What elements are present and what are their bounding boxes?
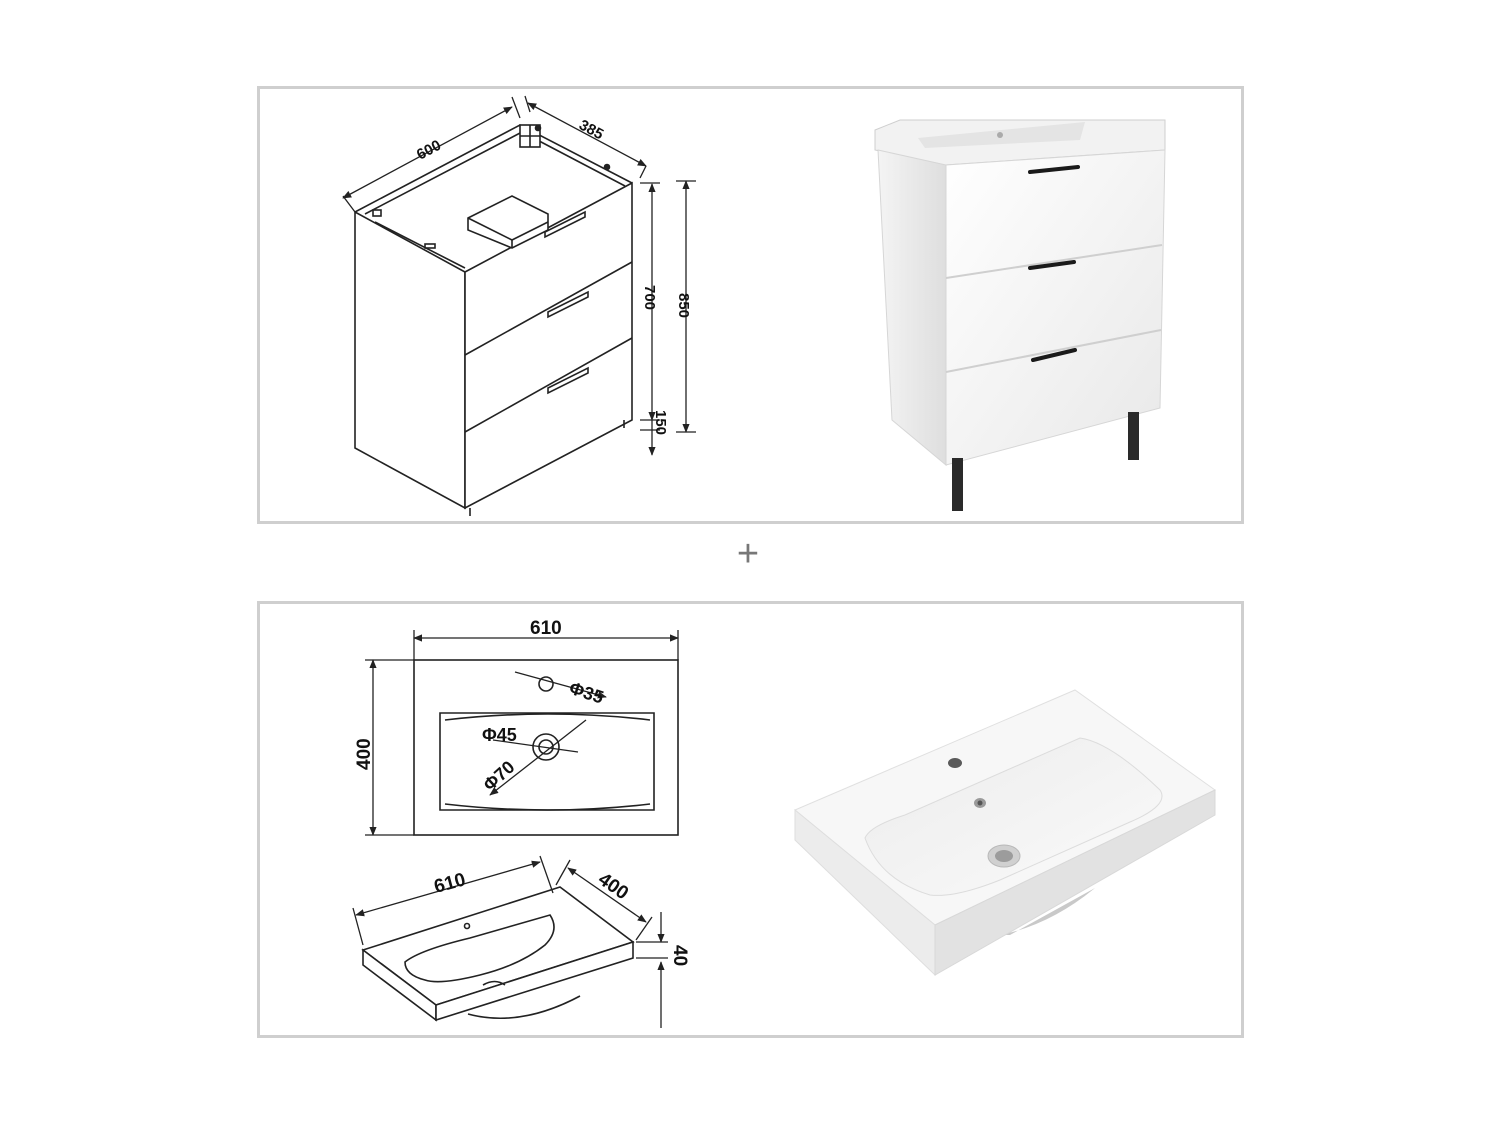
basin-iso-depth-label: 400: [594, 869, 632, 904]
cabinet-width-label: 600: [414, 137, 444, 164]
basin-iso-thickness-label: 40: [669, 945, 690, 966]
cabinet-dimension-lines: [342, 95, 696, 456]
basin-top-depth-label: 400: [354, 738, 375, 770]
cabinet-depth-label: 385: [576, 117, 606, 144]
cabinet-render: [874, 119, 1166, 511]
basin-render: [794, 689, 1216, 977]
basin-top-dimension-lines: [365, 630, 679, 836]
basin-iso-dimension-lines: [352, 855, 668, 1028]
cabinet-line-drawing: [354, 124, 633, 516]
cabinet-leg-height-label: 150: [652, 410, 669, 435]
cabinet-total-height-label: 850: [675, 293, 692, 318]
basin-iso-width-label: 610: [432, 869, 468, 897]
plus-sign: +: [736, 533, 760, 575]
basin-top-width-label: 610: [530, 618, 562, 639]
cabinet-body-height-label: 700: [641, 285, 658, 310]
basin-iso-view: [361, 886, 635, 1022]
drain-diameter-label: Φ45: [482, 725, 517, 745]
